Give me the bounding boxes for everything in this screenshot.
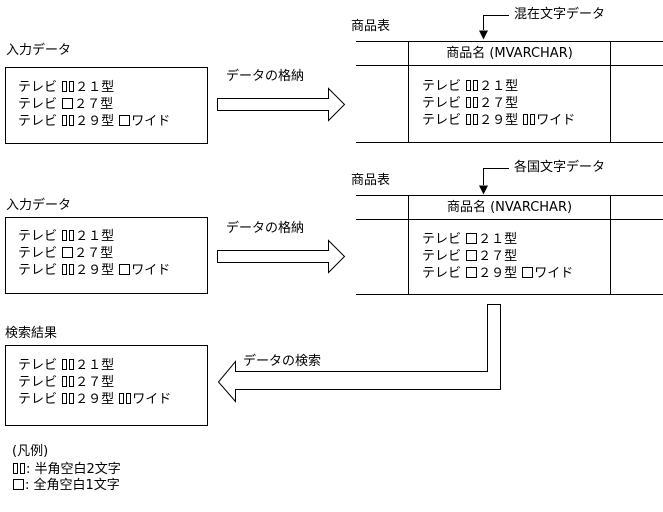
search-result-box <box>5 345 208 426</box>
table-border-line <box>610 195 611 295</box>
legend-title: (凡例) <box>12 444 49 459</box>
halfwidth-space-marker <box>466 112 479 129</box>
table-data-line: テレビ ２１型 <box>422 78 519 95</box>
annotation-pointer-2-icon <box>479 168 509 195</box>
data-line: テレビ ２９型 ワイド <box>18 113 171 130</box>
legend-item-halfwidth: : 半角空白2文字 <box>12 461 121 478</box>
halfwidth-space-marker <box>62 262 75 279</box>
table-border-line <box>356 219 663 220</box>
table-border-line <box>408 195 409 295</box>
annotation-mixed-label: 混在文字データ <box>514 7 606 22</box>
data-line: テレビ ２１型 <box>18 357 115 374</box>
fullwidth-space-marker <box>466 233 478 244</box>
data-line: テレビ ２７型 <box>18 246 114 261</box>
annotation-pointer-1-icon <box>479 15 509 40</box>
search-result-label: 検索結果 <box>5 326 58 341</box>
fullwidth-space-marker <box>466 267 478 278</box>
halfwidth-space-marker <box>62 391 75 408</box>
fullwidth-space-marker <box>522 267 534 278</box>
data-line: テレビ ２７型 <box>18 374 115 391</box>
data-line: テレビ ２９型 ワイド <box>18 262 171 279</box>
product-table-label-2: 商品表 <box>351 173 391 188</box>
table-data-line: テレビ ２７型 <box>422 95 519 112</box>
data-line: テレビ ２１型 <box>18 79 115 96</box>
fullwidth-space-marker <box>62 98 74 109</box>
halfwidth-space-marker <box>62 113 75 130</box>
store-arrow-1-icon <box>217 87 346 122</box>
halfwidth-space-marker <box>119 391 132 408</box>
table-border-line <box>356 142 663 143</box>
search-flow-arrow-icon <box>217 304 501 403</box>
input-data-lines-2: テレビ ２１型 テレビ ２７型 テレビ ２９型 ワイド <box>18 228 170 279</box>
fullwidth-space-marker <box>62 247 74 258</box>
halfwidth-space-marker <box>62 228 75 245</box>
search-result-lines: テレビ ２１型 テレビ ２７型 テレビ ２９型 ワイド <box>18 357 171 408</box>
product-table-label-1: 商品表 <box>351 19 391 34</box>
halfwidth-space-marker <box>62 374 75 391</box>
table-border-line <box>408 41 409 143</box>
input-data-box-1 <box>5 67 208 144</box>
halfwidth-space-marker <box>466 95 479 112</box>
input-data-lines-1: テレビ ２１型 テレビ ２７型 テレビ ２９型 ワイド <box>18 79 170 130</box>
search-arrow-label: データの検索 <box>243 354 322 369</box>
table-border-line <box>356 195 663 196</box>
table-border-line <box>610 41 611 143</box>
input-data-label-1: 入力データ <box>6 43 72 58</box>
data-line: テレビ ２７型 <box>18 97 114 112</box>
fullwidth-space-marker <box>119 115 131 126</box>
table-border-line <box>356 294 663 295</box>
fullwidth-space-marker <box>466 250 478 261</box>
halfwidth-space-marker <box>523 112 536 129</box>
data-line: テレビ ２１型 <box>18 228 115 245</box>
halfwidth-space-marker <box>62 357 75 374</box>
fullwidth-space-marker <box>13 479 24 490</box>
table-border-line <box>356 41 663 42</box>
table-data-line: テレビ ２９型 ワイド <box>422 112 576 129</box>
input-data-box-2 <box>5 217 208 294</box>
data-line: テレビ ２９型 ワイド <box>18 391 172 408</box>
store-arrow-label-2: データの格納 <box>226 221 305 236</box>
column-header-mvarchar: 商品名 (MVARCHAR) <box>446 46 573 61</box>
column-header-nvarchar: 商品名 (NVARCHAR) <box>446 200 573 215</box>
table-data-line: テレビ ２９型 ワイド <box>422 266 574 281</box>
halfwidth-space-marker <box>62 79 75 96</box>
legend-item-fullwidth: : 全角空白1文字 <box>12 477 120 494</box>
store-arrow-label-1: データの格納 <box>226 69 305 84</box>
table-data-line: テレビ ２７型 <box>422 249 518 264</box>
halfwidth-space-marker <box>13 461 25 478</box>
fullwidth-space-marker <box>119 264 131 275</box>
table-cell-data: テレビ ２１型 テレビ ２７型 テレビ ２９型 ワイド <box>422 231 573 282</box>
input-data-label-2: 入力データ <box>6 198 72 213</box>
table-data-line: テレビ ２１型 <box>422 232 518 247</box>
store-arrow-2-icon <box>217 239 346 274</box>
table-cell-data: テレビ ２１型 テレビ ２７型 テレビ ２９型 ワイド <box>422 78 575 129</box>
annotation-national-label: 各国文字データ <box>514 160 606 175</box>
table-border-line <box>356 65 663 66</box>
halfwidth-space-marker <box>466 78 479 95</box>
